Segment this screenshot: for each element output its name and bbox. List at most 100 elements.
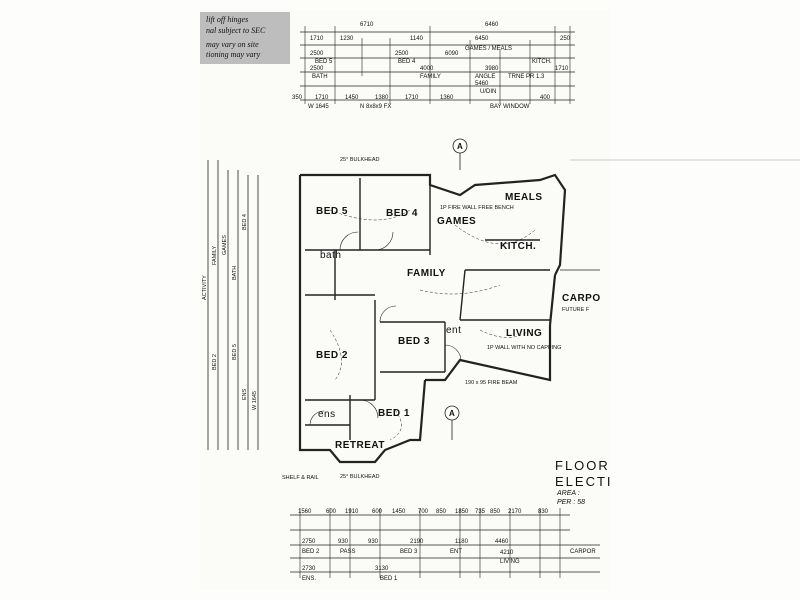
- bulkhead-top-note: 25° BULKHEAD: [340, 157, 380, 163]
- dim-350: 350: [292, 95, 303, 101]
- label-kitch-top: KITCH.: [532, 59, 552, 65]
- side-label-family: FAMILY: [212, 245, 218, 265]
- label-family-top: FAMILY: [420, 74, 441, 80]
- title-floor: FLOOR: [555, 458, 610, 473]
- bdim-850a: 850: [436, 509, 447, 515]
- dim-6710: 6710: [360, 22, 374, 28]
- room-retreat: RETREAT: [335, 440, 385, 451]
- bdim-1910: 1910: [345, 509, 359, 515]
- title-electrical: ELECTI: [555, 474, 613, 489]
- bulkhead-bottom-note: 25° BULKHEAD: [340, 474, 380, 480]
- wall-capping-note: 1P WALL WITH NO CAPPING: [487, 345, 562, 351]
- room-games: GAMES: [437, 216, 477, 227]
- dim-6460: 6460: [485, 22, 499, 28]
- room-bed5: BED 5: [316, 206, 348, 217]
- dim-4000: 4000: [420, 66, 434, 72]
- blabel-carport: CARPOR: [570, 549, 596, 555]
- dim-6450: 6450: [475, 36, 489, 42]
- bdim-600a: 600: [326, 509, 337, 515]
- blabel-bed3: BED 3: [400, 549, 418, 555]
- section-marker-top: A: [457, 142, 463, 151]
- label-w1645-top: W 1645: [308, 104, 329, 110]
- dim-1710c: 1710: [315, 95, 329, 101]
- side-label-bed5: BED 5: [232, 344, 238, 360]
- blabel-living: LIVING: [500, 559, 520, 565]
- dim-1710d: 1710: [405, 95, 419, 101]
- bdim-1450: 1450: [392, 509, 406, 515]
- label-fx-top: N 8x8x9 FX: [360, 104, 392, 110]
- dim-6090: 6090: [445, 51, 459, 57]
- note-line-2: nal subject to SEC: [206, 26, 266, 35]
- bdim-3130: 3130: [375, 566, 389, 572]
- room-bed3: BED 3: [398, 336, 430, 347]
- label-angle-top: ANGLE: [475, 74, 496, 80]
- side-label-games: GAMES: [222, 235, 228, 255]
- label-bay-window: BAY WINDOW: [490, 104, 530, 110]
- room-family: FAMILY: [407, 268, 446, 279]
- label-bed5-top: BED 5: [315, 59, 333, 65]
- bdim-2730: 2730: [302, 566, 316, 572]
- blabel-bed2: BED 2: [302, 549, 320, 555]
- title-per: PER : 58: [557, 499, 586, 506]
- section-marker-bottom: A: [449, 409, 455, 418]
- label-udin: U/DIN: [480, 89, 497, 95]
- label-bed4-top: BED 4: [398, 59, 416, 65]
- dim-2500b: 2500: [395, 51, 409, 57]
- side-label-bath: BATH: [232, 265, 238, 280]
- bdim-930b: 930: [368, 539, 379, 545]
- room-bed4: BED 4: [386, 208, 418, 219]
- future-note: FUTURE F: [562, 307, 590, 313]
- bdim-2750: 2750: [302, 539, 316, 545]
- blabel-bed1: BED 1: [380, 576, 398, 582]
- blabel-ent: ENT: [450, 549, 462, 555]
- dim-400: 400: [540, 95, 551, 101]
- dim-2500a: 2500: [310, 51, 324, 57]
- dim-1380: 1380: [375, 95, 389, 101]
- label-trne-top: TRNE PR 1.3: [508, 74, 545, 80]
- dim-1710b: 1710: [555, 66, 569, 72]
- dim-3980: 3980: [485, 66, 499, 72]
- bdim-600b: 600: [372, 509, 383, 515]
- side-label-bed4: BED 4: [242, 214, 248, 230]
- room-carport: CARPO: [562, 293, 601, 304]
- room-bed2: BED 2: [316, 350, 348, 361]
- bdim-830: 830: [538, 509, 549, 515]
- note-line-3: may vary on site: [206, 40, 259, 49]
- bdim-4210: 4210: [500, 550, 514, 556]
- side-label-ens: ENS: [242, 388, 248, 400]
- dim-1450: 1450: [345, 95, 359, 101]
- room-ens: ens: [318, 409, 336, 420]
- bdim-930a: 930: [338, 539, 349, 545]
- blabel-pass: PASS: [340, 549, 356, 555]
- bdim-1180: 1180: [455, 539, 468, 545]
- bdim-700: 700: [418, 509, 429, 515]
- side-label-w1645: W 1645: [252, 391, 258, 410]
- side-label-bed2: BED 2: [212, 354, 218, 370]
- bdim-735: 735: [475, 509, 486, 515]
- notes-box: [200, 12, 290, 64]
- room-living: LIVING: [506, 328, 543, 339]
- room-ent: ent: [446, 325, 462, 336]
- note-line-1: lift off hinges: [206, 15, 249, 24]
- blabel-ens: ENS.: [302, 576, 317, 582]
- bdim-850b: 850: [490, 509, 501, 515]
- label-games-meals: GAMES / MEALS: [465, 46, 513, 52]
- room-bed1: BED 1: [378, 408, 410, 419]
- label-bath-top: BATH: [312, 74, 328, 80]
- side-label-activity: ACTIVITY: [202, 275, 208, 300]
- dim-5460: 5460: [475, 81, 489, 87]
- room-meals: MEALS: [505, 192, 543, 203]
- shelf-rail-note: SHELF & RAIL: [282, 475, 319, 481]
- bdim-4460: 4460: [495, 539, 509, 545]
- dim-250a: 250: [560, 36, 571, 42]
- fire-wall-note: 1P FIRE WALL FREE BENCH: [440, 205, 514, 211]
- dim-1140: 1140: [410, 36, 423, 42]
- bdim-2190: 2190: [410, 539, 424, 545]
- dim-1360: 1360: [440, 95, 454, 101]
- bdim-2170: 2170: [508, 509, 522, 515]
- drawing-sheet: [200, 10, 610, 590]
- note-line-4: tioning may vary: [206, 50, 261, 59]
- dim-2500c: 2500: [310, 66, 324, 72]
- fire-beam-note: 190 x 95 FIRE BEAM: [465, 380, 518, 386]
